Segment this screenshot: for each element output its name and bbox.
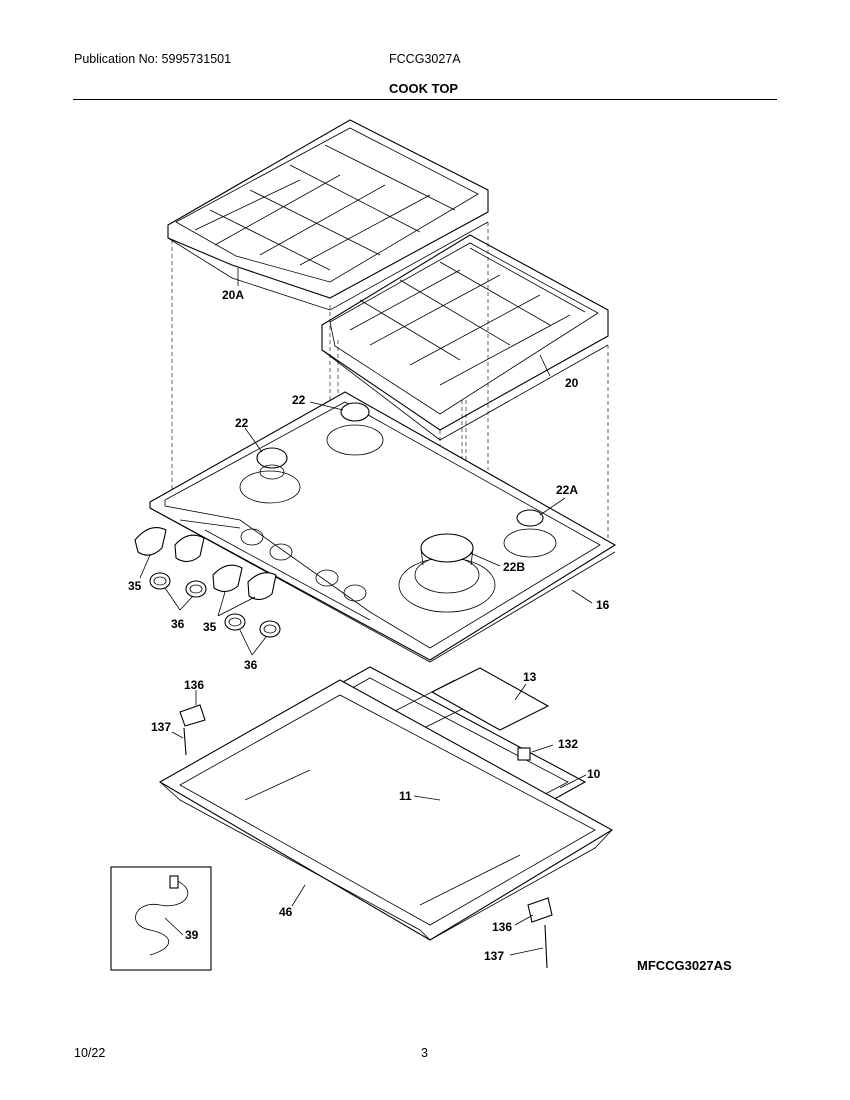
diagram-id: MFCCG3027AS — [637, 958, 732, 973]
publication-number: Publication No: 5995731501 — [74, 52, 232, 66]
callout-10: 10 — [587, 767, 601, 781]
bezels — [149, 572, 281, 638]
callout-132: 132 — [558, 737, 578, 751]
leader-lines — [139, 268, 593, 956]
grate-right — [321, 234, 609, 441]
callout-22a: 22A — [556, 483, 578, 497]
callout-20a: 20A — [222, 288, 244, 302]
heat-shield-plate — [430, 667, 550, 731]
page-number: 3 — [421, 1046, 428, 1060]
callout-39: 39 — [185, 928, 199, 942]
cooktop-surface — [149, 391, 617, 663]
callout-136-right: 136 — [492, 920, 512, 934]
page-title: COOK TOP — [389, 81, 459, 96]
callout-35-upper: 35 — [128, 579, 142, 593]
model-number: FCCG3027A — [389, 52, 461, 66]
burner-box-pan — [158, 679, 614, 941]
footer-date: 10/22 — [74, 1046, 106, 1060]
callout-22-rear: 22 — [292, 393, 306, 407]
callout-13: 13 — [523, 670, 537, 684]
callout-36-upper: 36 — [171, 617, 185, 631]
callout-20: 20 — [565, 376, 579, 390]
header-rule — [73, 99, 777, 100]
callout-137-right: 137 — [484, 949, 504, 963]
callout-136-left: 136 — [184, 678, 204, 692]
callout-11: 11 — [399, 789, 412, 803]
callout-22-left: 22 — [235, 416, 249, 430]
callout-46: 46 — [279, 905, 293, 919]
callout-22b: 22B — [503, 560, 525, 574]
callouts: 20A 20 22 22 22A 22B 16 35 36 35 36 136 … — [128, 288, 610, 963]
grate-left — [167, 119, 489, 311]
power-cord-inset — [110, 866, 212, 971]
knobs — [134, 527, 277, 601]
callout-16: 16 — [596, 598, 610, 612]
callout-35-lower: 35 — [203, 620, 217, 634]
callout-36-lower: 36 — [244, 658, 258, 672]
callout-137-left: 137 — [151, 720, 171, 734]
